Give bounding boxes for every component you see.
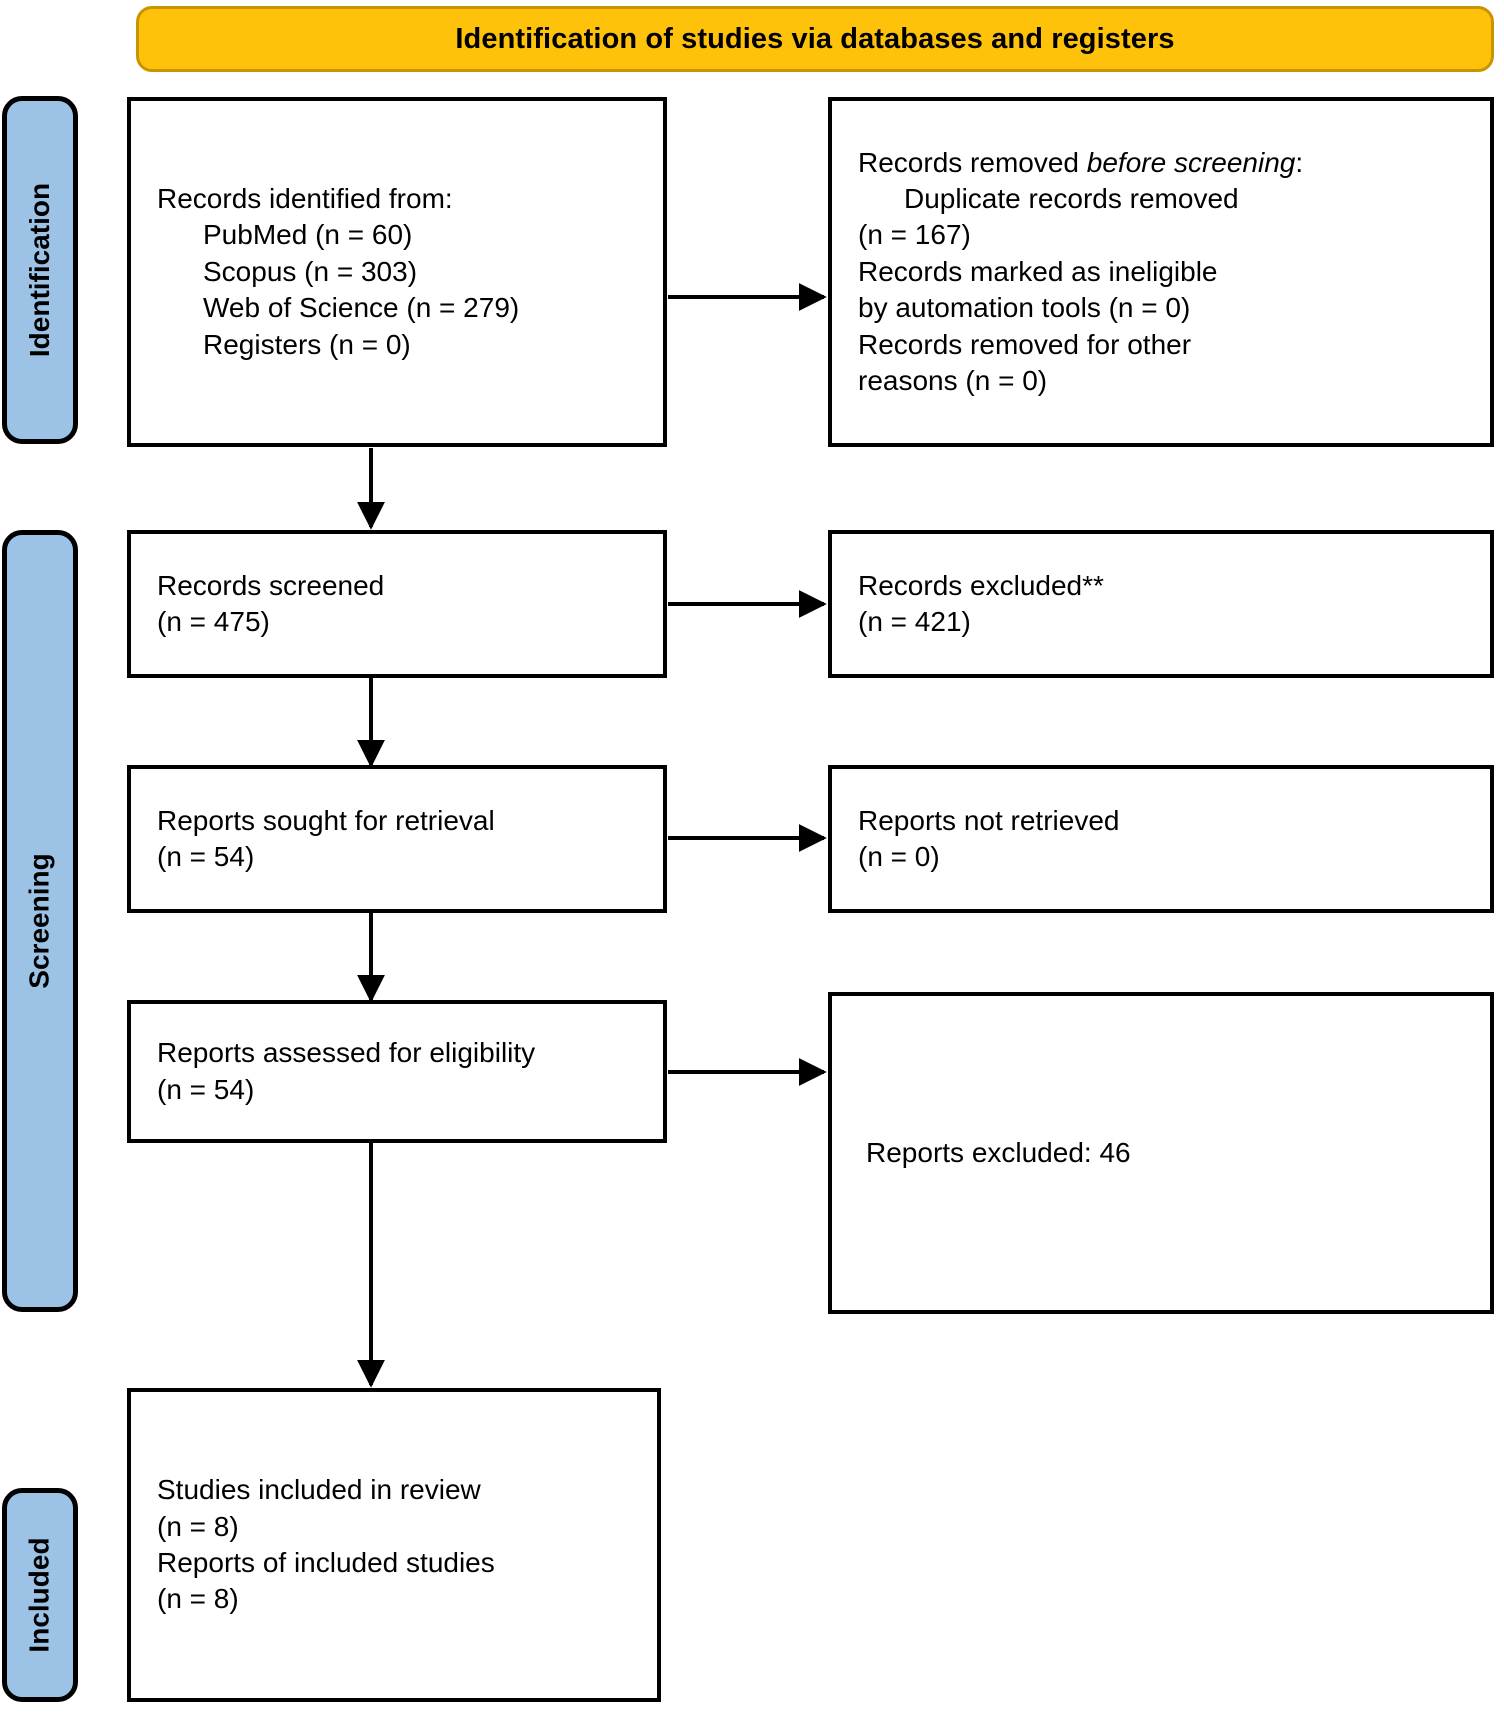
box-records-removed-text: Records removed before screening: Duplic… [858, 146, 1304, 396]
phase-label-identification-text: Identification [24, 182, 56, 358]
diagram-title: Identification of studies via databases … [455, 22, 1175, 55]
box-records-excluded-text: Records excluded** (n = 421) [858, 569, 1104, 637]
box-records-screened-text: Records screened (n = 475) [157, 569, 385, 637]
box-reports-sought-text: Reports sought for retrieval (n = 54) [157, 804, 495, 872]
box-studies-included: Studies included in review (n = 8) Repor… [127, 1388, 661, 1702]
box-reports-sought: Reports sought for retrieval (n = 54) [127, 765, 667, 913]
diagram-header-banner: Identification of studies via databases … [136, 6, 1494, 72]
box-records-excluded: Records excluded** (n = 421) [828, 530, 1494, 678]
phase-label-included: Included [2, 1488, 78, 1702]
box-records-screened: Records screened (n = 475) [127, 530, 667, 678]
box-records-identified: Records identified from: PubMed (n = 60)… [127, 97, 667, 447]
phase-label-identification: Identification [2, 96, 78, 444]
box-records-removed: Records removed before screening: Duplic… [828, 97, 1494, 447]
phase-label-screening-text: Screening [24, 853, 56, 989]
box-studies-included-text: Studies included in review (n = 8) Repor… [157, 1474, 495, 1615]
box-reports-assessed: Reports assessed for eligibility (n = 54… [127, 1000, 667, 1143]
phase-label-included-text: Included [24, 1537, 55, 1653]
box-records-identified-text: Records identified from: PubMed (n = 60)… [157, 183, 520, 360]
box-reports-not-retrieved-text: Reports not retrieved (n = 0) [858, 804, 1120, 872]
phase-label-screening: Screening [2, 530, 78, 1312]
box-reports-not-retrieved: Reports not retrieved (n = 0) [828, 765, 1494, 913]
box-reports-excluded-text: Reports excluded: 46 [866, 1136, 1131, 1168]
box-reports-excluded: Reports excluded: 46 [828, 992, 1494, 1314]
box-reports-assessed-text: Reports assessed for eligibility (n = 54… [157, 1037, 536, 1105]
